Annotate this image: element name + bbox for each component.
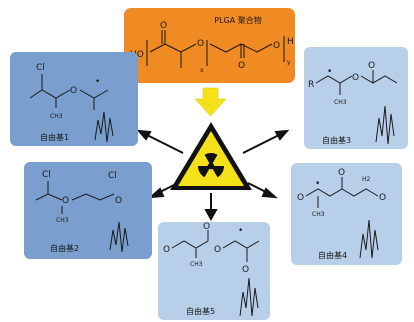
- polymer-o-2: O: [197, 39, 204, 49]
- radical-3-atom-o: O: [352, 73, 359, 83]
- radical-4-label: 自由基4: [318, 250, 347, 260]
- radical-box-5: O O O • O CH3 自由基5: [158, 222, 270, 320]
- radical-box-3-bg: [304, 47, 408, 149]
- radical-5-atom-o: O: [163, 245, 170, 255]
- radical-5-label: 自由基5: [186, 306, 215, 316]
- radical-5-chain-a: [171, 240, 209, 249]
- radical-3-chain-a: [315, 75, 353, 84]
- radical-5-epr-spectrum: [239, 277, 259, 317]
- polymer-sub-x: x: [200, 67, 204, 74]
- radiation-blade-3: [197, 166, 211, 178]
- radical-4-atom-o: O: [297, 193, 304, 203]
- radical-1-atom-ch3: CH3: [50, 113, 63, 120]
- arrow-head-5-icon: [204, 209, 218, 222]
- radical-1-atom-cl: Cl: [36, 63, 45, 73]
- radical-2-atom-o: O: [62, 196, 69, 206]
- polymer-sub-y: y: [287, 59, 291, 66]
- radical-5-atom-ch3: CH3: [190, 261, 203, 268]
- radical-2-epr-spectrum: [109, 221, 129, 253]
- arrow-head-3-icon: [274, 129, 290, 141]
- radical-box-1: Cl O CH3 • 自由基1: [10, 52, 138, 146]
- radical-1-epr-spectrum: [94, 111, 114, 143]
- radical-4-atom-o3: O: [379, 193, 386, 203]
- radical-3-dot: •: [327, 67, 332, 77]
- radical-5-dot: •: [238, 226, 243, 236]
- radiation-blade-1: [204, 152, 218, 166]
- radiation-icon: [170, 122, 252, 190]
- polymer-chain-1: [149, 43, 197, 53]
- radiating-arrows: [136, 129, 290, 222]
- radical-box-1-bg: [10, 52, 138, 146]
- radical-box-4-bg: [291, 163, 402, 265]
- polymer-o-4: O: [273, 41, 280, 51]
- radical-3-epr-spectrum: [375, 105, 395, 145]
- radical-2-atom-cl2: Cl: [108, 171, 117, 181]
- radical-4-chain-b: [341, 188, 379, 197]
- radical-5-atom-o3: O: [214, 245, 221, 255]
- polymer-box-bg: [124, 8, 295, 83]
- radical-1-atom-o: O: [70, 86, 77, 96]
- polymer-o-3: O: [238, 61, 245, 71]
- radiation-blade-2: [211, 166, 225, 178]
- radical-4-atom-o2: O: [338, 168, 345, 178]
- radical-2-chain-a: [35, 193, 63, 201]
- radical-5-atom-o4: O: [242, 265, 249, 275]
- polymer-o-1: O: [160, 21, 167, 31]
- polymer-right-label: H: [287, 37, 294, 47]
- radical-4-atom-ch3: CH3: [312, 211, 325, 218]
- radical-1-chain-a: [29, 89, 71, 99]
- radical-box-4: O O H2 O CH3 • 自由基4: [291, 163, 402, 265]
- radical-2-chain-b: [71, 193, 115, 201]
- radical-2-atom-cl: Cl: [42, 170, 51, 180]
- yellow-down-arrow-icon: [194, 87, 227, 117]
- arrow-head-1-icon: [136, 129, 152, 141]
- radical-3-chain-b: [360, 75, 398, 84]
- radical-2-atom-o2: O: [115, 196, 122, 206]
- polymer-box: PLGA 聚合物 HO O O x O O H y: [124, 8, 295, 83]
- radical-1-dot: •: [95, 77, 100, 87]
- radical-5-chain-b: [222, 240, 260, 249]
- radical-3-atom-ch3: CH3: [334, 99, 347, 106]
- radical-5-atom-o2: O: [203, 222, 210, 232]
- radical-4-chain-a: [305, 188, 343, 197]
- radical-4-atom-h2: H2: [362, 176, 371, 183]
- radical-4-dot: •: [315, 179, 320, 189]
- arrow-to-radical-1: [144, 133, 184, 154]
- radical-3-atom-r: R: [308, 80, 314, 90]
- radical-4-epr-spectrum: [359, 219, 379, 259]
- radical-2-label: 自由基2: [50, 243, 79, 253]
- arrow-to-radical-3: [242, 133, 282, 154]
- radical-box-2: Cl O Cl O CH3 自由基2: [24, 162, 152, 259]
- radical-3-label: 自由基3: [322, 135, 351, 145]
- radical-2-atom-ch3: CH3: [56, 217, 69, 224]
- radical-box-5-bg: [158, 222, 270, 320]
- arrow-head-4-icon: [261, 187, 278, 199]
- polymer-title: PLGA 聚合物: [214, 15, 262, 25]
- radical-box-3: R O O CH3 • 自由基3: [304, 47, 408, 149]
- radical-1-label: 自由基1: [40, 132, 69, 142]
- arrow-head-2-icon: [148, 187, 165, 199]
- radical-3-atom-o2: O: [368, 61, 375, 71]
